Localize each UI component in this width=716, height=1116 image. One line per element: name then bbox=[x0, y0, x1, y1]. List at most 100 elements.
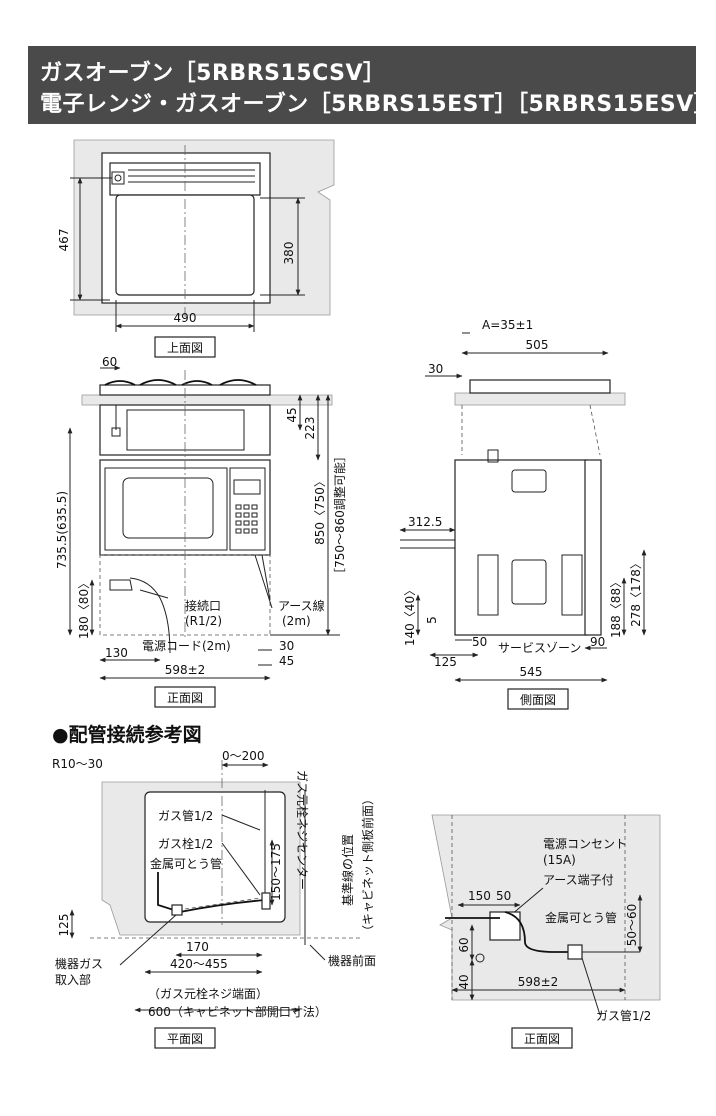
side-bracket-right bbox=[561, 554, 583, 616]
front-dim-180: 180〈80〉 bbox=[77, 577, 91, 639]
side-dim-278: 278〈178〉 bbox=[629, 557, 643, 627]
side-dim-50: 50 bbox=[472, 635, 487, 649]
plan-view-label: 平面図 bbox=[167, 1032, 203, 1046]
plan-dim-420: 420～455 bbox=[170, 957, 228, 971]
front-dim-adjust: ［750～860調整可能］ bbox=[332, 450, 347, 580]
side-dim-90: 90 bbox=[590, 635, 605, 649]
gas-connection-port bbox=[109, 579, 133, 591]
front-pipe-dim-40: 40 bbox=[457, 974, 471, 989]
front-dim-598: 598±2 bbox=[165, 663, 206, 677]
top-view-label: 上面図 bbox=[167, 341, 203, 355]
side-bracket-left bbox=[477, 554, 499, 616]
front-gas-pipe-label: ガス管1/2 bbox=[596, 1008, 651, 1023]
plan-gas-cock-label: ガス栓1/2 bbox=[158, 836, 213, 851]
title-banner: ガスオーブン［5RBRS15CSV］ 電子レンジ・ガスオーブン［5RBRS15E… bbox=[28, 46, 716, 124]
top-dim-depth: 467 bbox=[57, 229, 71, 252]
ground-wire-length: (2m) bbox=[282, 614, 311, 628]
control-panel bbox=[229, 467, 266, 551]
power-cord-label: 電源コード(2m) bbox=[142, 639, 231, 653]
piping-plan-view: R10～30 0～200 ガス管1/2 ガス栓1/2 金属可とう管 150～17… bbox=[52, 749, 376, 1049]
front-pipe-dim-150: 150 bbox=[468, 889, 491, 903]
side-dim-30: 30 bbox=[428, 362, 443, 376]
service-zone-label: サービスゾーン bbox=[498, 641, 581, 655]
outlet-label: 電源コンセント bbox=[543, 837, 627, 851]
front-piping-label: 正面図 bbox=[524, 1032, 560, 1046]
side-dim-140: 140〈40〉 bbox=[403, 584, 417, 646]
power-outlet bbox=[489, 911, 521, 941]
plan-view-label-box bbox=[154, 1027, 216, 1049]
plan-inlet-1: 機器ガス bbox=[55, 956, 103, 971]
front-countertop bbox=[81, 394, 333, 406]
side-view: A=35±1 505 30 312.5 140〈40〉 5 50 125 サービ… bbox=[399, 318, 647, 710]
side-view-label: 側面図 bbox=[520, 693, 556, 707]
side-cooktop bbox=[469, 379, 611, 394]
front-pipe-dim-598: 598±2 bbox=[518, 975, 559, 989]
plan-flex-label: 金属可とう管 bbox=[150, 856, 222, 871]
plan-range: 0～200 bbox=[222, 749, 265, 763]
side-view-label-box bbox=[507, 688, 569, 710]
side-handle-vent bbox=[511, 469, 547, 493]
connection-port-label: 接続口 bbox=[185, 598, 221, 613]
front-gas-cock bbox=[567, 944, 583, 960]
keypad bbox=[235, 504, 258, 534]
side-dim-545: 545 bbox=[520, 665, 543, 679]
top-dim-width: 490 bbox=[174, 311, 197, 325]
connection-port-size: (R1/2) bbox=[185, 614, 222, 628]
plan-center-text: ガス元栓ネジセンター bbox=[295, 770, 310, 890]
plan-device-front: 機器前面 bbox=[328, 953, 376, 968]
ground-wire-label: アース線 bbox=[278, 598, 325, 613]
side-dim-5: 5 bbox=[425, 616, 439, 624]
front-dim-735: 735.5(635.5) bbox=[55, 491, 69, 569]
piping-title: ●配管接続参考図 bbox=[52, 723, 202, 746]
front-dim-223: 223 bbox=[303, 417, 317, 440]
outlet-sub: (15A) bbox=[543, 853, 576, 867]
side-dim-a: A=35±1 bbox=[482, 318, 533, 332]
plan-dim-170: 170 bbox=[186, 940, 209, 954]
front-view-label-box bbox=[154, 686, 216, 708]
side-dim-505: 505 bbox=[526, 338, 549, 352]
plan-note-1: （ガス元栓ネジ端面） bbox=[148, 986, 268, 1001]
plan-dim-125: 125 bbox=[57, 914, 71, 937]
plan-inlet-2: 取入部 bbox=[55, 972, 91, 987]
ground-terminal-label: アース端子付 bbox=[543, 873, 614, 887]
side-dim-188: 188〈88〉 bbox=[609, 576, 623, 638]
device-gas-inlet bbox=[171, 904, 183, 916]
side-oven-body bbox=[454, 459, 588, 636]
front-dim-45: 45 bbox=[285, 407, 299, 422]
piping-front-view: 電源コンセント (15A) アース端子付 150 50 金属可とう管 60 40… bbox=[431, 814, 661, 1049]
plan-note-2: 600（キャビネット部開口寸法） bbox=[148, 1004, 327, 1019]
plan-ref-line-sub: （キャビネット側板前面） bbox=[360, 793, 375, 937]
front-dim-130: 130 bbox=[105, 646, 128, 660]
front-pipe-dim-50: 50 bbox=[496, 889, 511, 903]
front-pipe-dim-50-60: 50～60 bbox=[625, 904, 639, 947]
front-piping-label-box bbox=[511, 1027, 573, 1049]
top-view: 467 380 490 上面図 bbox=[57, 139, 335, 358]
side-service-panel bbox=[511, 559, 547, 605]
front-dim-30: 30 bbox=[279, 639, 294, 653]
front-flex-pipe bbox=[504, 911, 570, 953]
title-line-1: ガスオーブン［5RBRS15CSV］ bbox=[40, 61, 386, 86]
title-line-2: 電子レンジ・ガスオーブン［5RBRS15EST］［5RBRS15ESV］ bbox=[40, 92, 716, 117]
top-dim-inner: 380 bbox=[282, 242, 296, 265]
top-view-label-box bbox=[154, 336, 216, 358]
plan-radius: R10～30 bbox=[52, 757, 103, 771]
plan-ref-line: 基準線の位置 bbox=[340, 834, 355, 906]
side-back-panel bbox=[584, 459, 602, 636]
front-dim-60: 60 bbox=[102, 355, 117, 369]
side-dim-125: 125 bbox=[434, 655, 457, 669]
front-flex-label: 金属可とう管 bbox=[545, 910, 617, 925]
front-pipe-dim-60: 60 bbox=[457, 937, 471, 952]
side-countertop bbox=[454, 392, 626, 406]
front-dim-45b: 45 bbox=[279, 654, 294, 668]
oven-door bbox=[104, 467, 228, 551]
plan-dim-150-175: 150～175 bbox=[269, 843, 283, 901]
oven-window bbox=[122, 477, 214, 539]
front-view-label: 正面図 bbox=[167, 691, 203, 705]
plan-gas-pipe-label: ガス管1/2 bbox=[158, 808, 213, 823]
front-dim-850: 850〈750〉 bbox=[313, 475, 327, 545]
side-dim-312: 312.5 bbox=[408, 515, 442, 529]
front-view: 60 735.5(635.5) 180〈80〉 45 223 850〈750〉 … bbox=[55, 355, 347, 708]
display bbox=[233, 479, 261, 495]
plan-oven-outline bbox=[144, 791, 286, 923]
